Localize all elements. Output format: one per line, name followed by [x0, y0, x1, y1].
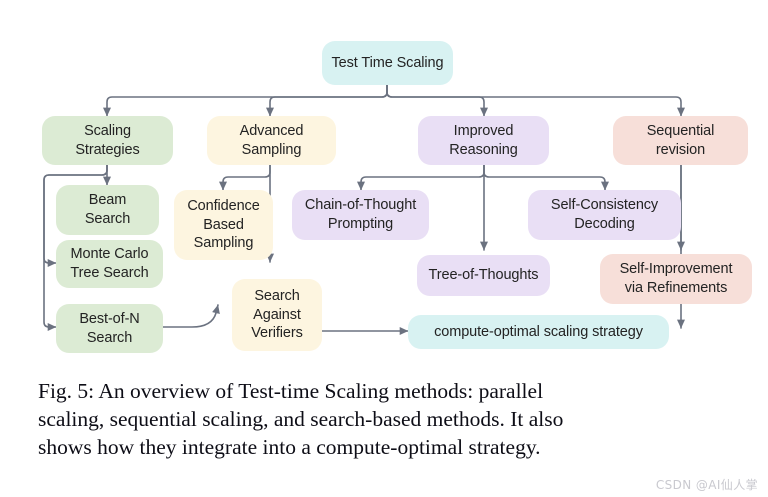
node-label-line3: Sampling — [193, 235, 254, 252]
node-label-line1: Best-of-N — [79, 310, 140, 327]
node-label-line1: Advanced — [239, 122, 304, 139]
node-self-improvement-via-refinements[interactable]: Self-Improvement via Refinements — [600, 254, 752, 304]
node-label-line1: Confidence — [187, 197, 260, 214]
node-label-line2: Strategies — [75, 141, 140, 158]
node-label-line2: revision — [655, 141, 706, 158]
node-label-line1: Search — [254, 287, 300, 304]
node-label-line2: Sampling — [241, 141, 302, 158]
node-scaling-strategies[interactable]: Scaling Strategies — [42, 116, 173, 165]
node-label-line2: Tree Search — [70, 265, 149, 281]
node-chain-of-thought-prompting[interactable]: Chain-of-Thought Prompting — [292, 190, 429, 240]
node-search-against-verifiers[interactable]: Search Against Verifiers — [232, 279, 322, 351]
node-confidence-based-sampling[interactable]: Confidence Based Sampling — [174, 190, 273, 260]
node-tree-of-thoughts[interactable]: Tree-of-Thoughts — [417, 255, 550, 296]
node-label-line2: Search — [84, 211, 131, 227]
figure-caption: Fig. 5: An overview of Test-time Scaling… — [38, 378, 738, 462]
node-label-line1: Scaling — [84, 122, 131, 139]
node-test-time-scaling[interactable]: Test Time Scaling — [322, 41, 453, 85]
node-advanced-sampling[interactable]: Advanced Sampling — [207, 116, 336, 165]
node-label: Tree-of-Thoughts — [428, 267, 539, 284]
node-label-line1: Self-Consistency — [550, 197, 659, 214]
node-compute-optimal-scaling-strategy[interactable]: compute-optimal scaling strategy — [408, 315, 669, 349]
node-monte-carlo-tree-search[interactable]: Monte Carlo Tree Search — [56, 240, 163, 288]
caption-line-2: scaling, sequential scaling, and search-… — [38, 406, 564, 431]
node-label-line2: Decoding — [574, 216, 635, 232]
node-label-line2: Prompting — [327, 216, 394, 232]
node-sequential-revision[interactable]: Sequential revision — [613, 116, 748, 165]
caption-line-1: Fig. 5: An overview of Test-time Scaling… — [38, 379, 544, 403]
node-beam-search[interactable]: Beam Search — [56, 185, 159, 235]
node-label-line2: Against — [253, 306, 301, 323]
node-best-of-n-search[interactable]: Best-of-N Search — [56, 304, 163, 353]
node-label-line2: Search — [86, 329, 133, 346]
node-label-line1: Improved — [453, 122, 514, 139]
node-label-line2: Reasoning — [449, 141, 518, 158]
node-label-line2: via Refinements — [624, 280, 728, 296]
node-label-line3: Verifiers — [251, 325, 303, 342]
node-label: compute-optimal scaling strategy — [434, 323, 643, 340]
node-label-line1: Self-Improvement — [619, 261, 733, 278]
node-label-line1: Monte Carlo — [70, 246, 149, 263]
csdn-watermark: CSDN @AI仙人掌 — [655, 478, 758, 492]
node-label-line1: Beam — [88, 192, 127, 209]
node-improved-reasoning[interactable]: Improved Reasoning — [418, 116, 549, 165]
node-label-line2: Based — [203, 216, 244, 233]
node-label-line1: Chain-of-Thought — [304, 197, 417, 214]
node-label-line1: Sequential — [646, 122, 715, 139]
node-label: Test Time Scaling — [331, 54, 444, 71]
node-self-consistency-decoding[interactable]: Self-Consistency Decoding — [528, 190, 681, 240]
caption-line-3: shows how they integrate into a compute-… — [38, 434, 541, 459]
